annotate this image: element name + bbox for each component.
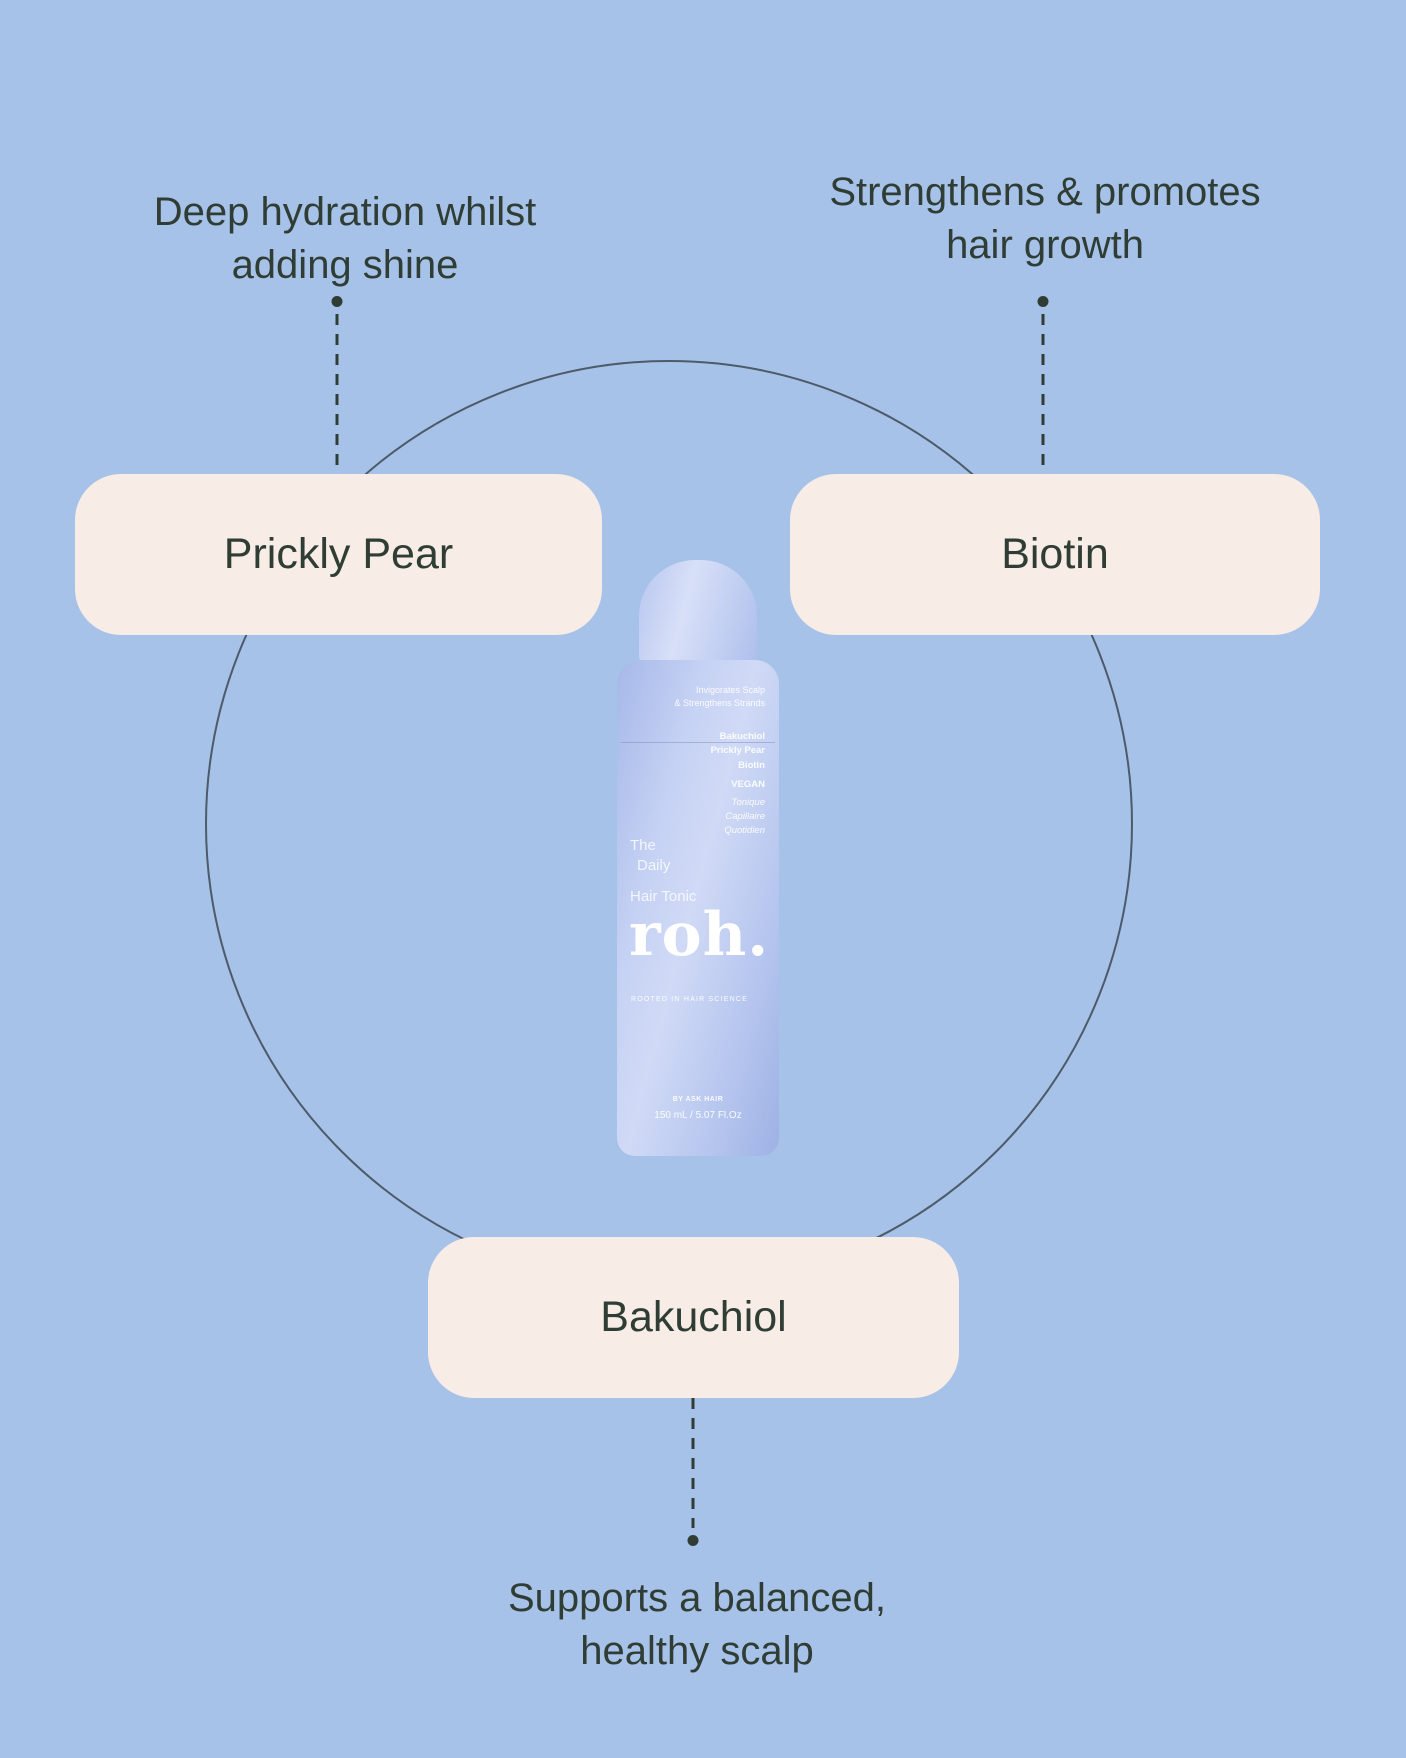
callout-growth-line-1: Strengthens & promotes [829,170,1261,214]
callout-growth-line-2: hair growth [946,222,1144,267]
ingredient-card-label: Bakuchiol [600,1293,787,1341]
bottle-volume-text: 150 mL / 5.07 Fl.Oz [654,1110,742,1121]
bottle-french-line: Quotidien [724,824,765,836]
product-bottle: Invigorates Scalp & Strengthens Strands … [607,560,789,1156]
callout-scalp-line-1: Supports a balanced, [507,1576,887,1620]
ingredient-card-label: Biotin [1001,530,1109,578]
connector-dashed-line [691,1398,695,1528]
bottle-seam-line [621,742,775,743]
connector-dashed-line [1041,314,1045,476]
bottle-cap [639,560,757,662]
bottle-name-line-1: The [630,837,656,854]
ingredient-card-bakuchiol: Bakuchiol [428,1237,959,1398]
bottle-key-ingredients: Bakuchiol Prickly Pear Biotin VEGAN [711,730,765,792]
bottle-key-ingredient: Bakuchiol [719,731,765,742]
bottle-french-text: Tonique Capillaire Quotidien [724,796,765,837]
bottle-product-name: The Daily [630,836,670,877]
bottle-maker-text: BY ASK HAIR [672,1096,724,1103]
bottle-key-ingredient: Biotin [738,759,765,771]
bottle-name-line-3: Hair Tonic [630,888,697,905]
ingredient-card-label: Prickly Pear [223,530,454,578]
connector-dashed-line [335,314,339,476]
connector-bakuchiol [687,1398,699,1546]
callout-hydration-line-1: Deep hydration whilst [153,190,537,234]
brand-logo: roh. [629,900,770,970]
callout-growth: Strengthens & promotes hair growth [765,166,1325,272]
callout-hydration: Deep hydration whilst adding shine [65,186,625,292]
connector-biotin [1037,296,1049,476]
ingredient-card-prickly-pear: Prickly Pear [75,474,602,635]
bottle-french-line: Capillaire [725,810,765,822]
bottle-body: Invigorates Scalp & Strengthens Strands … [617,660,779,1156]
connector-dot [331,296,343,307]
bottle-french-line: Tonique [731,797,765,808]
brand-tagline: ROOTED IN HAIR SCIENCE [631,996,749,1003]
bottle-vegan-label: VEGAN [731,778,765,790]
callout-scalp: Supports a balanced, healthy scalp [417,1572,977,1678]
connector-dot [687,1535,699,1546]
callout-scalp-line-2: healthy scalp [580,1628,814,1673]
connector-dot [1037,296,1049,307]
connector-prickly-pear [331,296,343,476]
bottle-claim-line-2: & Strengthens Strands [674,698,765,709]
bottle-claim-line-1: Invigorates Scalp [695,685,765,695]
bottle-claim-text: Invigorates Scalp & Strengthens Strands [645,684,765,710]
bottle-name-line-2: Daily [637,857,671,875]
callout-hydration-line-2: adding shine [231,242,459,287]
bottle-key-ingredient: Prickly Pear [710,745,765,757]
ingredient-card-biotin: Biotin [790,474,1320,635]
